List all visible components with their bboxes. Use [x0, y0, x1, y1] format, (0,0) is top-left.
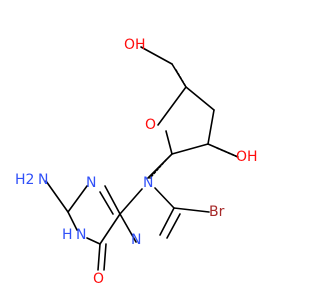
atom-h2-amino: H2: [15, 172, 34, 188]
atom-o-carbonyl: O: [93, 271, 104, 287]
hash-wedge: [149, 159, 167, 179]
atom-labels: OH O OH N N N N H N H2 Br O: [15, 37, 258, 287]
bond: [157, 86, 187, 126]
bond: [173, 207, 210, 213]
atom-br: Br: [209, 204, 225, 220]
bond: [99, 191, 114, 215]
atom-h-n1: H: [62, 227, 73, 243]
atom-o-ring: O: [145, 117, 156, 133]
atom-o-top: OH: [124, 37, 146, 53]
stereo-wedges: [149, 69, 239, 179]
bond: [207, 109, 215, 145]
bond: [99, 213, 121, 245]
hash-wedge: [216, 147, 239, 158]
bonds: [45, 46, 239, 271]
bond: [103, 243, 107, 271]
bond: [140, 46, 173, 65]
atom-o-2prime: OH: [236, 149, 258, 165]
atom-n3: N: [86, 175, 96, 191]
bond: [165, 130, 173, 155]
bond: [185, 86, 215, 111]
bond: [119, 188, 143, 215]
structure-canvas: OH O OH N N N N H N H2 Br O: [15, 37, 258, 287]
bond: [97, 243, 101, 271]
bond: [104, 185, 121, 215]
bond: [154, 187, 175, 209]
hash-wedge: [175, 69, 187, 88]
bond: [166, 213, 181, 239]
molecule-structure: OH O OH N N N N H N H2 Br O: [15, 37, 258, 287]
atom-n9: N: [143, 175, 153, 191]
bond: [119, 213, 137, 243]
bond: [67, 211, 78, 231]
bond: [171, 143, 209, 155]
bond: [45, 180, 69, 213]
atom-n1: N: [76, 227, 86, 243]
atom-n7: N: [131, 232, 141, 248]
atom-n-amino: N: [38, 172, 48, 188]
bond: [159, 207, 175, 236]
bond: [67, 185, 88, 213]
bond: [86, 237, 101, 245]
